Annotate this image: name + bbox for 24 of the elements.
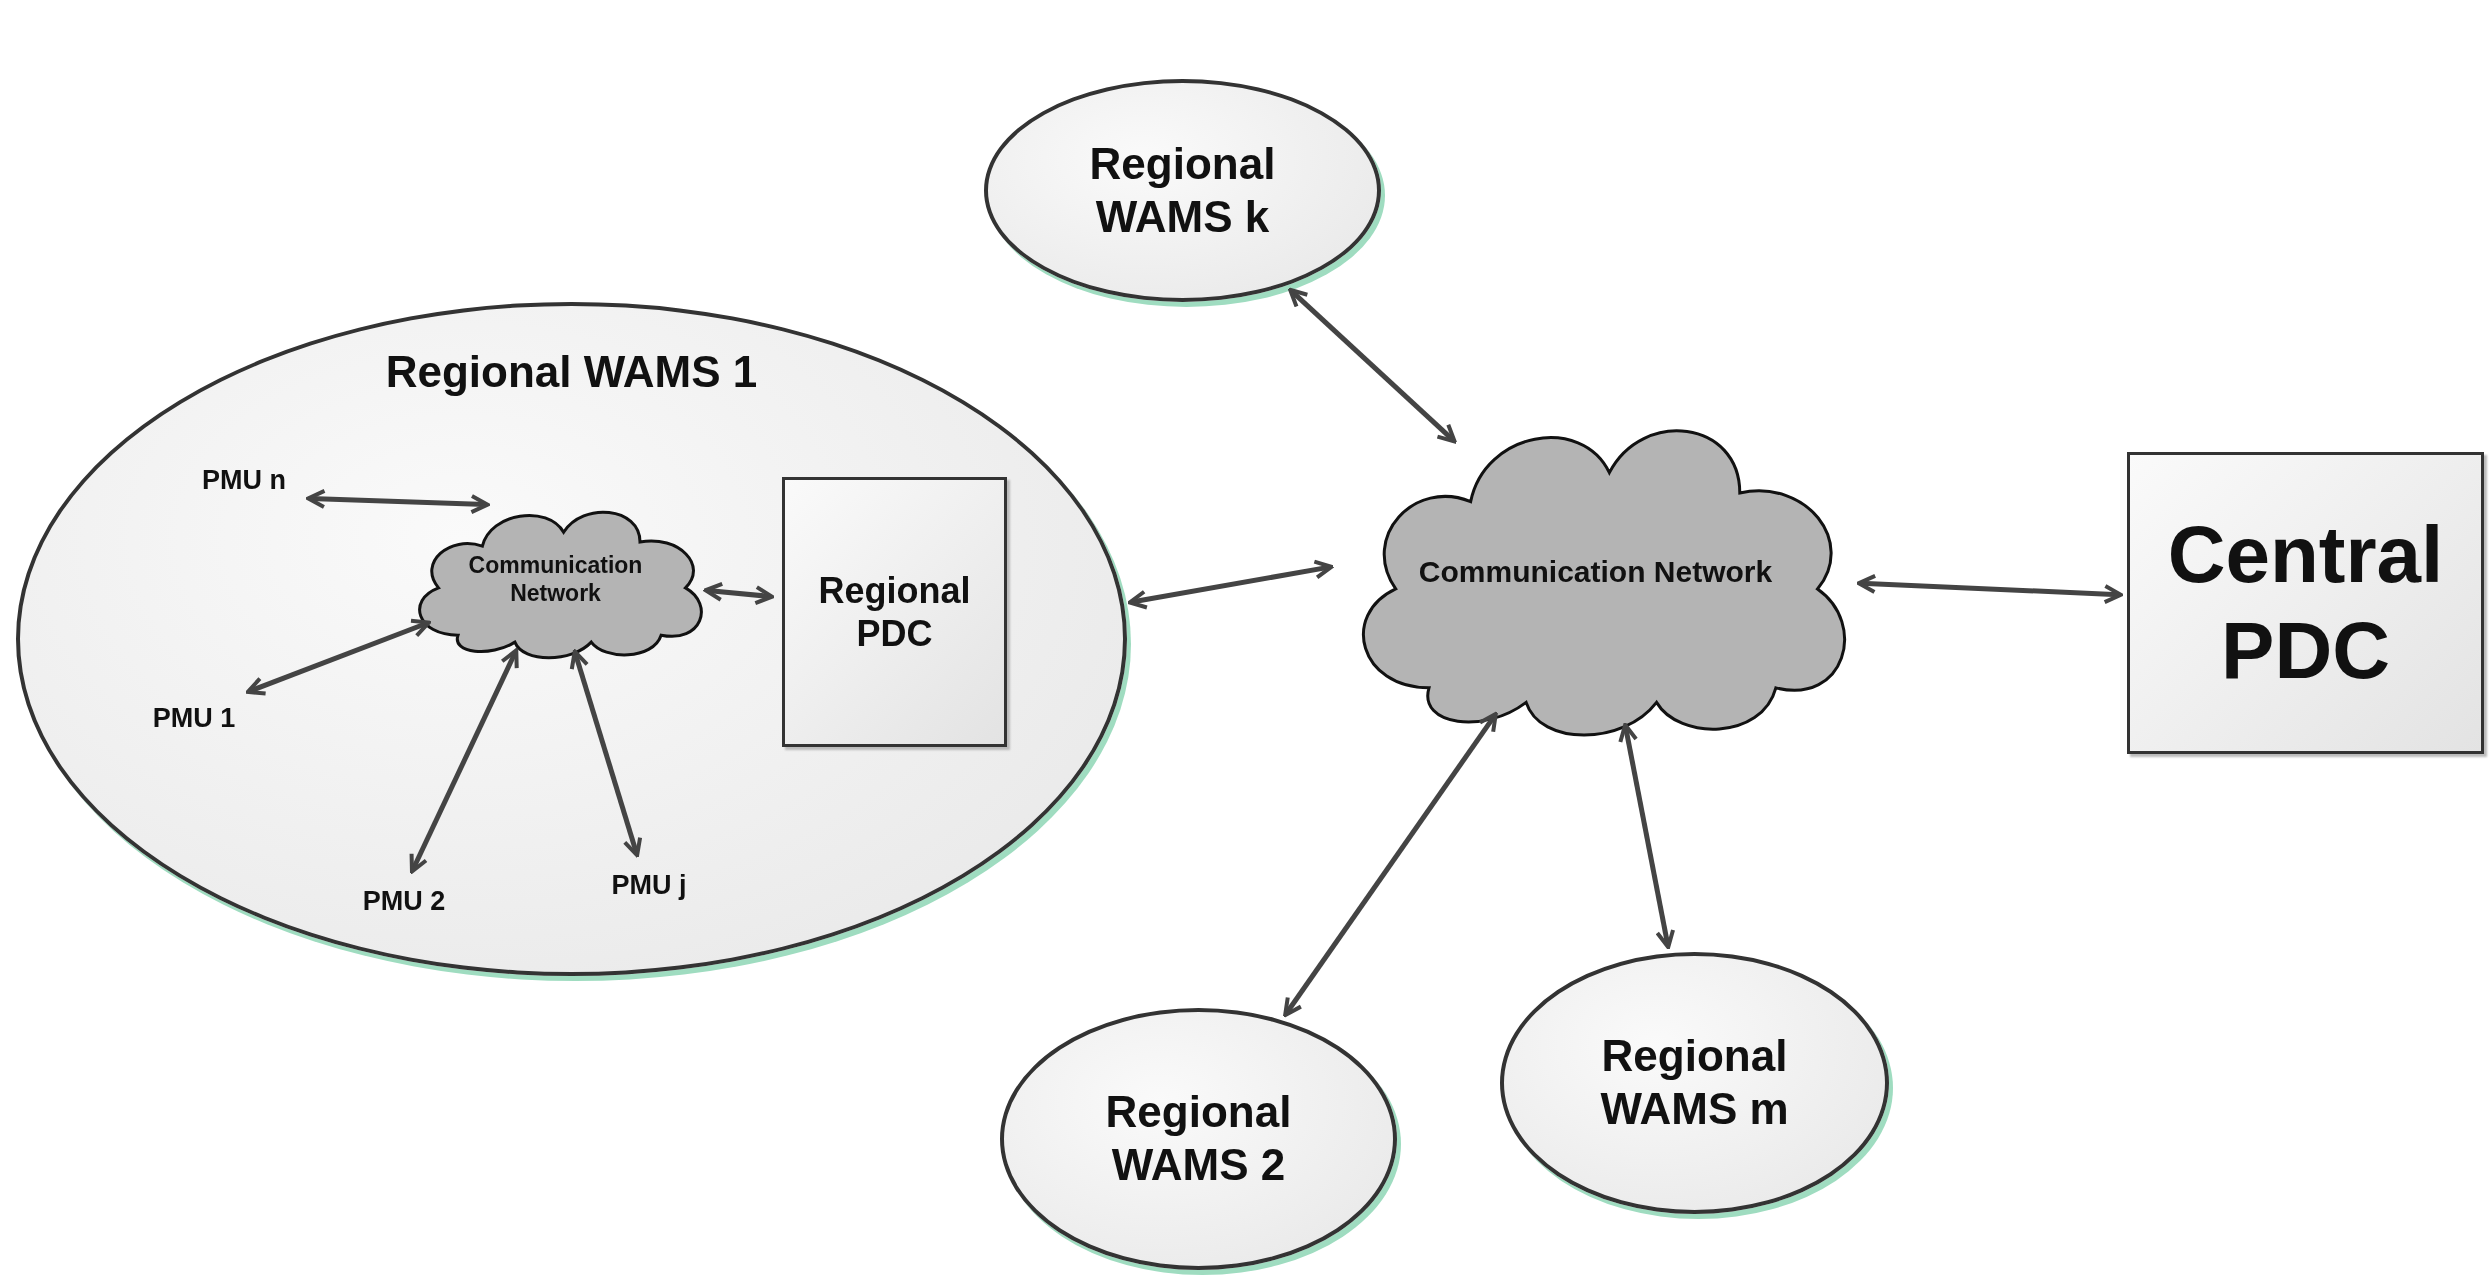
double-arrow (409, 648, 519, 874)
node-label: Communication Network (467, 551, 644, 608)
double-arrow (1618, 722, 1676, 950)
pmu-label: PMU 1 (152, 701, 236, 735)
double-arrow (703, 581, 775, 606)
double-arrow (245, 618, 431, 696)
pmu-label: PMU 2 (362, 884, 446, 918)
node-label: Communication Network (1418, 553, 1773, 590)
node-label: Regional WAMS m (1599, 1030, 1790, 1135)
double-arrow (1288, 287, 1457, 444)
double-arrow (569, 649, 643, 858)
double-arrow (1856, 573, 2123, 605)
node-label: Central PDC (2166, 509, 2445, 697)
double-arrow (306, 488, 490, 515)
node-label: Regional WAMS 2 (1104, 1086, 1293, 1191)
pdc-box (2127, 452, 2484, 754)
node-label: Regional WAMS 1 (385, 346, 758, 398)
double-arrow (1127, 559, 1334, 610)
pdc-box (782, 477, 1007, 747)
pmu-label: PMU n (202, 463, 286, 497)
node-label: Regional PDC (817, 568, 972, 656)
double-arrow (1283, 712, 1498, 1018)
pmu-label: PMU j (611, 868, 687, 902)
node-label: Regional WAMS k (1088, 137, 1277, 243)
